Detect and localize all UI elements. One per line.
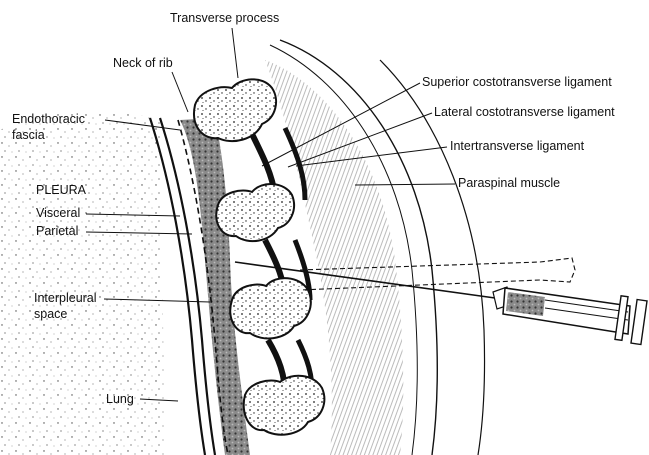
label-visceral: Visceral [36, 206, 80, 221]
label-pleura: PLEURA [36, 183, 86, 198]
transverse-process-3 [230, 278, 311, 338]
label-parietal: Parietal [36, 224, 78, 239]
leader-neck-of-rib [172, 72, 188, 112]
leader-transverse-process [232, 28, 238, 78]
label-intertransverse-ligament: Intertransverse ligament [450, 139, 584, 154]
label-neck-of-rib: Neck of rib [113, 56, 173, 71]
label-interpleural-space-line1: Interpleural [34, 291, 97, 306]
label-endothoracic-fascia-line1: Endothoracic [12, 112, 85, 127]
label-lateral-costotransverse-ligament: Lateral costotransverse ligament [434, 105, 615, 120]
label-endothoracic-fascia-line2: fascia [12, 128, 45, 143]
transverse-process-4 [244, 376, 325, 435]
syringe-plunger-cap [631, 300, 647, 345]
transverse-process-1 [194, 79, 276, 141]
label-lung: Lung [106, 392, 134, 407]
label-interpleural-space-line2: space [34, 307, 67, 322]
lung-region [0, 111, 165, 455]
transverse-process-2 [216, 184, 294, 241]
label-paraspinal-muscle: Paraspinal muscle [458, 176, 560, 191]
label-transverse-process: Transverse process [170, 11, 279, 26]
label-superior-costotransverse-ligament: Superior costotransverse ligament [422, 75, 612, 90]
